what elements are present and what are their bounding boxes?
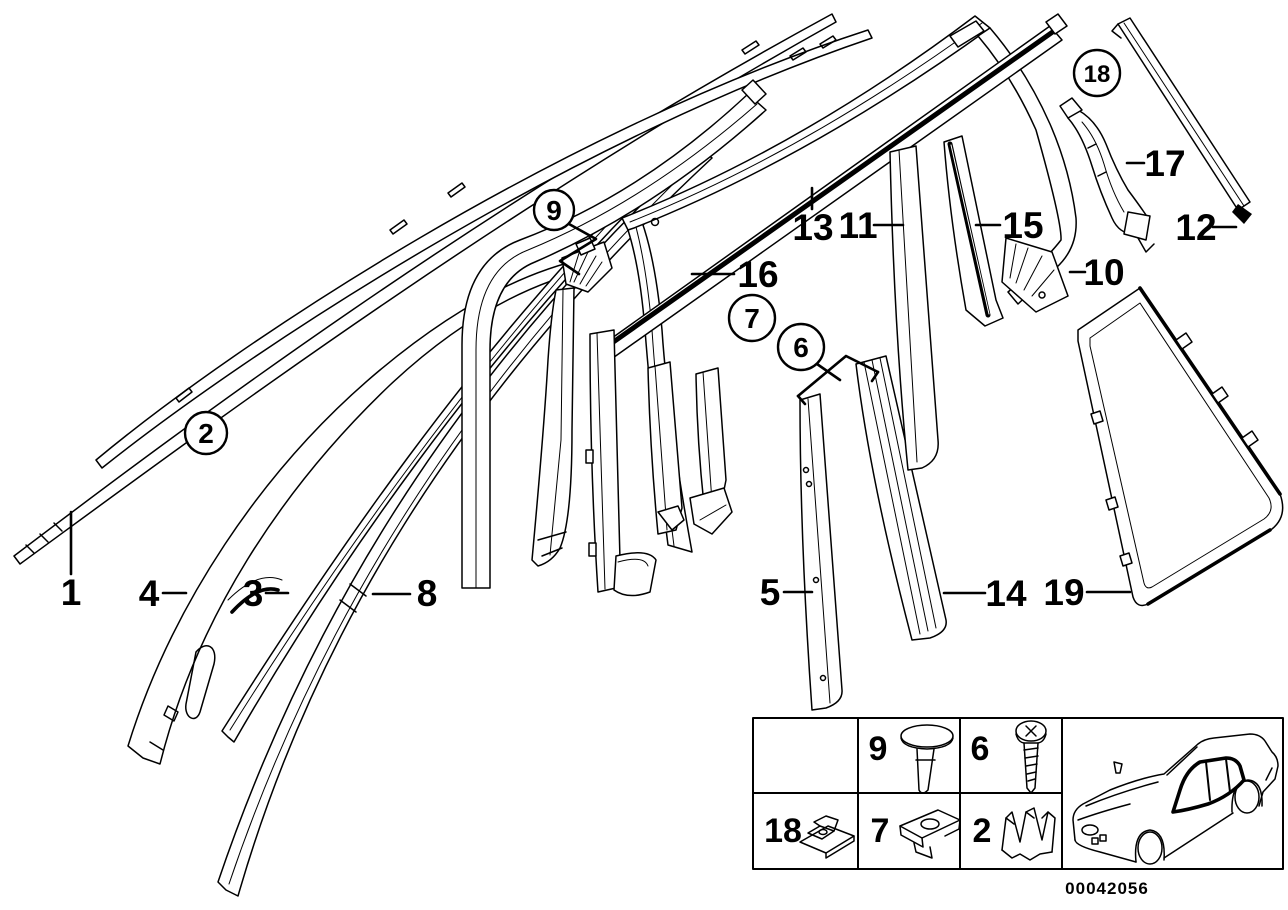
part-11-pillar-strip: [889, 145, 939, 471]
callout-3-label[interactable]: 3: [243, 573, 264, 614]
callout-19[interactable]: 19: [1043, 572, 1132, 613]
callout-13-label[interactable]: 13: [792, 207, 833, 248]
legend-num-9: 9: [869, 730, 888, 768]
callout-12[interactable]: 12: [1175, 207, 1238, 248]
callout-14-label[interactable]: 14: [985, 573, 1027, 614]
callout-18[interactable]: 18: [1072, 48, 1122, 98]
part-19-quarter-window-seal: [1077, 286, 1284, 607]
callout-10-label[interactable]: 10: [1083, 252, 1124, 293]
pillar-trim-strip-b: [689, 367, 733, 535]
vehicle-thumbnail: [1072, 733, 1279, 865]
callout-4-label[interactable]: 4: [139, 573, 160, 614]
callout-9-leader: [558, 222, 598, 276]
callout-15[interactable]: 15: [974, 205, 1044, 246]
callout-8[interactable]: 8: [371, 573, 438, 614]
retaining-clip-icon: [799, 815, 855, 859]
callout-2[interactable]: 2: [183, 410, 229, 456]
part-15-window-guide-sash: [943, 135, 1004, 327]
expanding-rivet-icon: [900, 724, 954, 794]
callout-17[interactable]: 17: [1125, 143, 1186, 184]
legend-num-7: 7: [871, 812, 890, 850]
callout-18-ring[interactable]: [1072, 48, 1122, 98]
legend-num-2: 2: [973, 812, 992, 850]
legend-num-18: 18: [764, 812, 802, 850]
callout-18-label[interactable]: 18: [1084, 61, 1111, 88]
callout-5-label[interactable]: 5: [760, 572, 781, 613]
front-door-window-frame: [461, 79, 767, 589]
drawing-number: 00042056: [1065, 879, 1149, 898]
callout-7-label[interactable]: 7: [744, 303, 760, 334]
legend-cell-7[interactable]: 7: [871, 809, 961, 859]
callout-4[interactable]: 4: [139, 573, 188, 614]
front-sash-corner-gusset: [561, 237, 613, 293]
part-2-roof-moulding: [95, 29, 873, 469]
fastening-clamp-icon: [899, 809, 961, 859]
callout-2-label[interactable]: 2: [198, 418, 214, 449]
callout-9-ring[interactable]: [532, 188, 576, 232]
b-pillar-cover-front: [531, 287, 575, 567]
part-5-b-pillar-cover: [799, 393, 843, 711]
self-tapping-screw-icon: [1015, 720, 1047, 794]
part-10-sash-corner-gusset: [1001, 237, 1069, 313]
callout-1-label[interactable]: 1: [61, 572, 82, 613]
callout-15-label[interactable]: 15: [1002, 205, 1043, 246]
callout-11-label[interactable]: 11: [838, 205, 877, 246]
pillar-trim-strip-a: [647, 361, 685, 535]
part-17-trim-finisher: [1059, 97, 1155, 253]
callout-2-ring[interactable]: [183, 410, 229, 456]
callout-9[interactable]: 9: [532, 188, 598, 276]
callout-19-label[interactable]: 19: [1043, 572, 1084, 613]
legend-cell-6[interactable]: 6: [971, 720, 1047, 794]
callout-1[interactable]: 1: [61, 510, 82, 613]
callout-3[interactable]: 3: [243, 573, 290, 614]
legend-cell-18[interactable]: 18: [764, 812, 855, 859]
callout-6[interactable]: 6: [776, 322, 880, 406]
callout-17-label[interactable]: 17: [1144, 143, 1185, 184]
callout-6-label[interactable]: 6: [793, 332, 809, 363]
callout-9-label[interactable]: 9: [546, 195, 562, 226]
legend-table: 9 6 18: [752, 717, 1284, 870]
callout-13[interactable]: 13: [792, 186, 834, 248]
callout-10[interactable]: 10: [1068, 252, 1125, 293]
callout-6-bracket: [796, 354, 880, 398]
part-14-b-pillar-cover-rear: [855, 355, 947, 641]
callout-16-label[interactable]: 16: [737, 254, 778, 295]
legend-num-6: 6: [971, 730, 990, 768]
callout-5[interactable]: 5: [760, 572, 814, 613]
part-12-roof-rail-strip: [1111, 17, 1252, 224]
callout-12-label[interactable]: 12: [1175, 207, 1216, 248]
highlighted-side-window-trim: [1171, 756, 1246, 814]
spring-clamp-icon: [1001, 807, 1056, 861]
legend-cell-2[interactable]: 2: [973, 807, 1056, 861]
callout-14[interactable]: 14: [942, 573, 1027, 614]
callout-7-ring[interactable]: [727, 293, 777, 343]
callout-11[interactable]: 11: [838, 205, 905, 246]
callout-8-label[interactable]: 8: [417, 573, 438, 614]
callout-7[interactable]: 7: [727, 293, 777, 343]
b-pillar-cover-with-flap: [585, 329, 657, 597]
callout-16[interactable]: 16: [690, 254, 779, 295]
legend-cell-9[interactable]: 9: [869, 724, 954, 794]
callout-6-ring[interactable]: [776, 322, 826, 372]
